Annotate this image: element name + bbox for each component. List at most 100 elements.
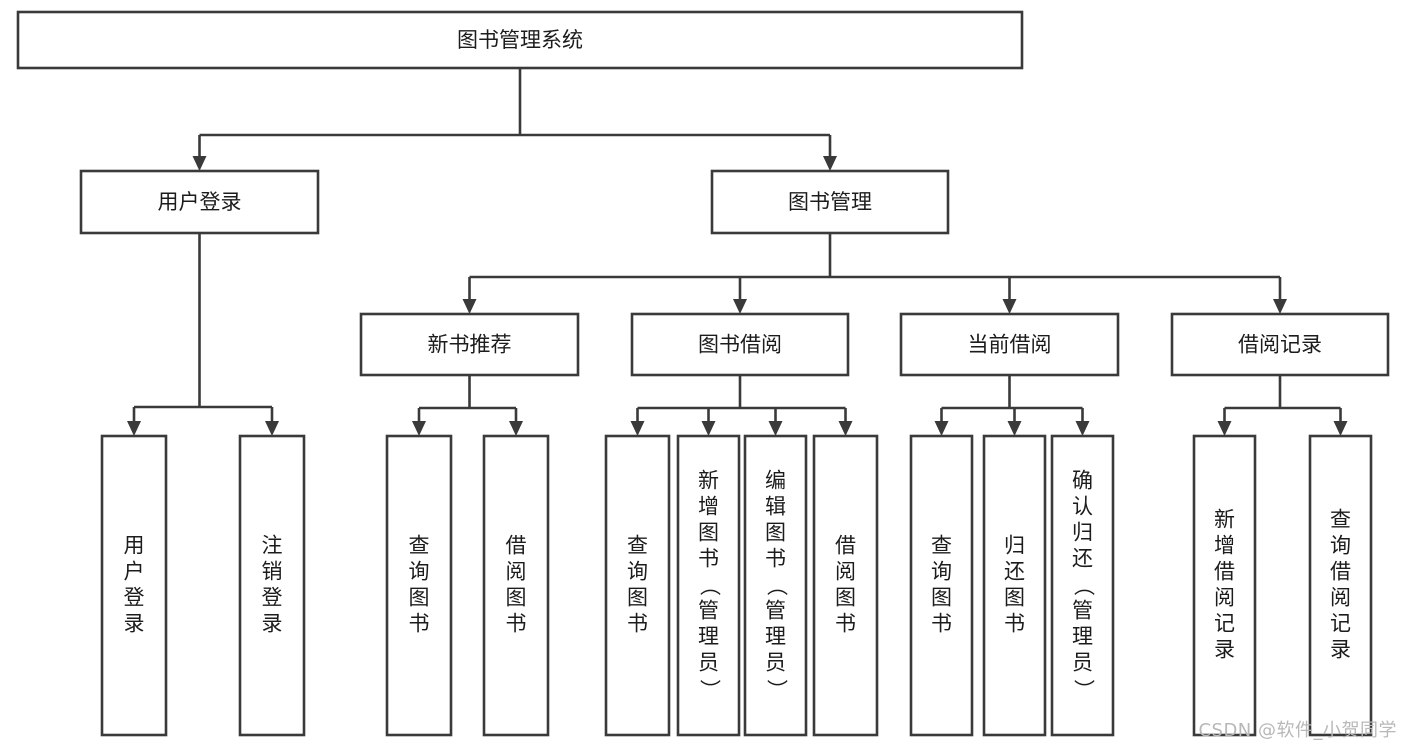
node-leaf-query-record-box[interactable] xyxy=(1308,434,1373,737)
svg-text:书: 书 xyxy=(506,612,527,636)
node-leaf-return-book-box[interactable] xyxy=(982,434,1047,737)
node-leaf-borrow-book-box[interactable] xyxy=(812,434,879,737)
svg-text:询: 询 xyxy=(409,560,430,584)
svg-text:确: 确 xyxy=(1072,469,1093,493)
node-leaf-add-record-box[interactable] xyxy=(1192,434,1257,737)
arrow-head-icon xyxy=(934,421,949,436)
arrow-head-icon xyxy=(412,421,426,436)
node-user-login-box[interactable] xyxy=(79,169,320,235)
svg-text:（: （ xyxy=(698,575,722,596)
svg-text:书: 书 xyxy=(931,612,952,636)
arrow-head-icon xyxy=(768,421,783,436)
arrow-head-icon xyxy=(630,421,645,436)
node-leaf-user-login[interactable]: 用户登录 xyxy=(100,434,168,737)
node-borrow-record-box[interactable] xyxy=(1170,312,1390,377)
svg-text:管: 管 xyxy=(765,599,786,623)
svg-text:录: 录 xyxy=(262,612,283,636)
svg-text:书: 书 xyxy=(835,612,856,636)
svg-text:销: 销 xyxy=(262,560,283,584)
node-leaf-query-book-borrow-box[interactable] xyxy=(604,434,671,737)
svg-text:）: ） xyxy=(698,679,722,700)
svg-text:图: 图 xyxy=(1004,586,1025,610)
svg-text:查: 查 xyxy=(1330,508,1351,532)
node-book-manage[interactable]: 图书管理 xyxy=(710,169,950,235)
node-new-book-recommend-box[interactable] xyxy=(359,312,580,377)
node-current-borrow[interactable]: 当前借阅 xyxy=(899,312,1120,377)
svg-text:图: 图 xyxy=(698,521,719,545)
node-borrow-record[interactable]: 借阅记录 xyxy=(1170,312,1390,377)
connector-group xyxy=(630,375,853,436)
node-root-box[interactable] xyxy=(16,10,1024,70)
node-leaf-user-login-box[interactable] xyxy=(100,434,168,737)
svg-text:新: 新 xyxy=(1214,508,1235,532)
svg-text:理: 理 xyxy=(765,625,786,649)
node-leaf-borrow-book-rec-box[interactable] xyxy=(482,434,550,737)
svg-text:阅: 阅 xyxy=(1214,586,1235,610)
node-leaf-query-book-rec-box[interactable] xyxy=(385,434,453,737)
svg-text:登: 登 xyxy=(124,586,145,610)
svg-text:查: 查 xyxy=(409,534,430,558)
connector-group xyxy=(462,233,1287,314)
svg-text:还: 还 xyxy=(1004,560,1025,584)
svg-text:录: 录 xyxy=(1330,638,1351,662)
watermark-label: CSDN @软件_小贺同学 xyxy=(1198,720,1397,741)
connector-group xyxy=(934,375,1090,436)
node-book-manage-box[interactable] xyxy=(710,169,950,235)
svg-text:管: 管 xyxy=(1072,599,1093,623)
svg-text:阅: 阅 xyxy=(506,560,527,584)
arrow-head-icon xyxy=(1007,421,1022,436)
node-leaf-confirm-return-box[interactable] xyxy=(1050,434,1115,737)
svg-text:借: 借 xyxy=(1330,560,1351,584)
svg-text:图: 图 xyxy=(765,521,786,545)
node-book-borrow[interactable]: 图书借阅 xyxy=(630,312,850,377)
svg-text:增: 增 xyxy=(698,495,719,519)
node-leaf-query-book-cur-box[interactable] xyxy=(909,434,974,737)
svg-text:归: 归 xyxy=(1004,534,1025,558)
arrow-head-icon xyxy=(838,421,853,436)
node-leaf-edit-book-box[interactable] xyxy=(743,434,808,737)
node-user-login-label: 用户登录 xyxy=(158,190,242,214)
arrow-head-icon xyxy=(1333,421,1348,436)
node-current-borrow-box[interactable] xyxy=(899,312,1120,377)
svg-text:图: 图 xyxy=(835,586,856,610)
arrow-head-icon xyxy=(1273,299,1287,314)
svg-text:书: 书 xyxy=(765,547,786,571)
arrow-head-icon xyxy=(701,421,716,436)
node-book-borrow-box[interactable] xyxy=(630,312,850,377)
node-new-book-recommend[interactable]: 新书推荐 xyxy=(359,312,580,377)
node-root[interactable]: 图书管理系统 xyxy=(16,10,1024,70)
node-leaf-user-logout-box[interactable] xyxy=(238,434,306,737)
svg-text:）: ） xyxy=(1072,679,1096,700)
nodes-layer: 图书管理系统用户登录图书管理新书推荐图书借阅当前借阅借阅记录用户登录注销登录查询… xyxy=(16,10,1390,737)
svg-text:认: 认 xyxy=(1072,495,1093,519)
node-user-login[interactable]: 用户登录 xyxy=(79,169,320,235)
arrow-head-icon xyxy=(192,156,207,171)
svg-text:管: 管 xyxy=(698,599,719,623)
svg-text:图: 图 xyxy=(409,586,430,610)
svg-text:书: 书 xyxy=(409,612,430,636)
svg-text:户: 户 xyxy=(124,560,145,584)
node-leaf-add-book-box[interactable] xyxy=(676,434,741,737)
connector-group xyxy=(192,68,837,171)
node-book-manage-label: 图书管理 xyxy=(788,190,872,214)
